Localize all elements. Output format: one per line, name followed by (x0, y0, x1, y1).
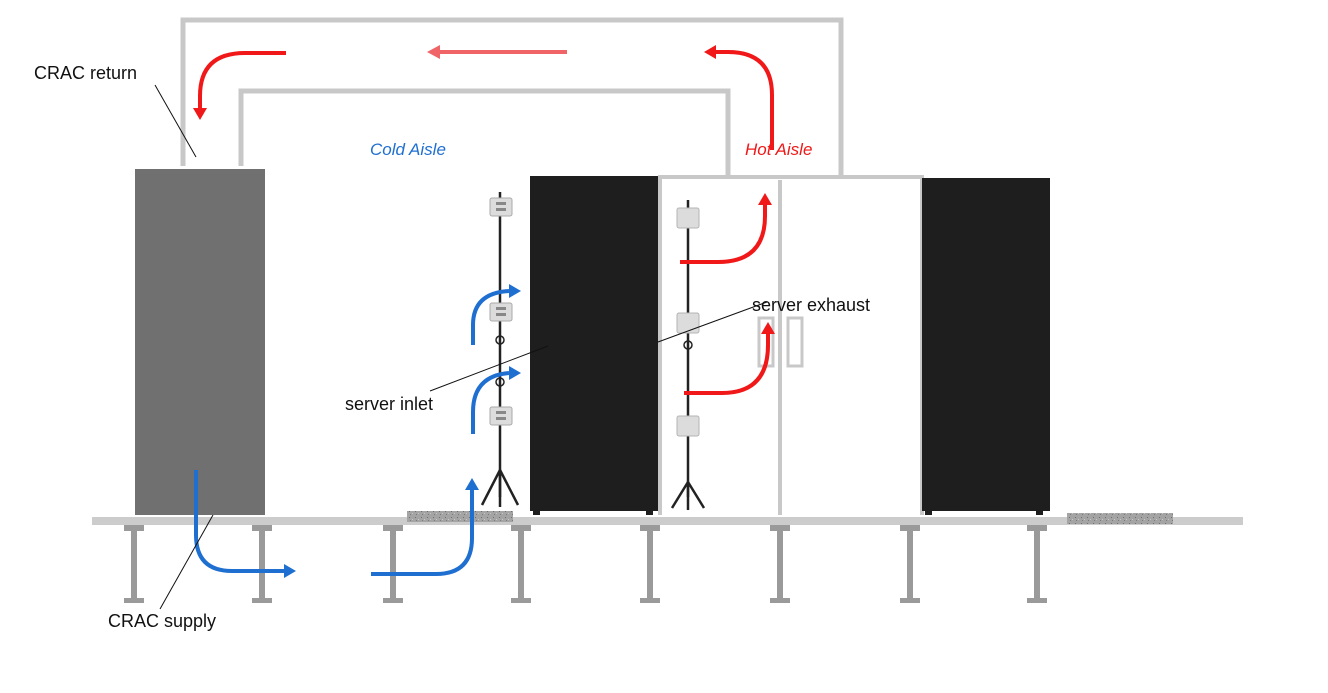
perforated-tile (407, 511, 513, 522)
temperature-sensor (676, 207, 700, 229)
temperature-sensor (489, 406, 513, 426)
return-duct (180, 17, 844, 176)
cold-airflow-arrows (194, 284, 521, 578)
perforated-tile (1067, 513, 1173, 524)
hot-aisle-label: Hot Aisle (745, 140, 813, 159)
crac-supply-label: CRAC supply (108, 611, 217, 631)
temperature-sensor (489, 302, 513, 322)
pedestal (252, 525, 272, 603)
cold-air-arrow (194, 470, 296, 578)
leader-server-exhaust (657, 301, 768, 343)
server-rack-left (530, 176, 658, 515)
server-exhaust-label: server exhaust (752, 295, 871, 315)
hot-air-arrow (704, 45, 774, 150)
temperature-sensor (676, 312, 700, 334)
cold-air-arrow (471, 284, 521, 345)
pedestal (383, 525, 403, 603)
leader-crac-return (154, 84, 197, 158)
hot-airflow-arrows (193, 45, 775, 395)
leader-crac-supply (159, 514, 214, 610)
raised-floor (92, 517, 1243, 525)
pedestal (511, 525, 531, 603)
sensor-stand-cold (480, 192, 520, 507)
server-rack-right (922, 178, 1050, 515)
temperature-sensor (676, 415, 700, 437)
pedestal (1027, 525, 1047, 603)
hot-air-arrow (193, 51, 286, 120)
server-inlet-label: server inlet (345, 394, 434, 414)
cold-aisle-label: Cold Aisle (370, 140, 446, 159)
crac-unit (135, 169, 265, 515)
temperature-sensor (489, 197, 513, 217)
sensor-stand-hot (670, 200, 706, 510)
hot-air-arrow (680, 193, 772, 264)
leader-server-inlet (429, 345, 549, 392)
crac-return-label: CRAC return (34, 63, 138, 83)
cold-air-arrow (471, 366, 521, 434)
pedestal (124, 525, 144, 603)
hot-air-arrow (684, 322, 775, 395)
hot-air-arrow-faded (427, 45, 567, 59)
pedestal (900, 525, 920, 603)
pedestal (640, 525, 660, 603)
pedestal (770, 525, 790, 603)
hot-aisle-containment (658, 175, 924, 515)
cold-air-arrow (371, 478, 479, 576)
leader-lines (154, 84, 768, 610)
floor-pedestals (124, 525, 1047, 603)
